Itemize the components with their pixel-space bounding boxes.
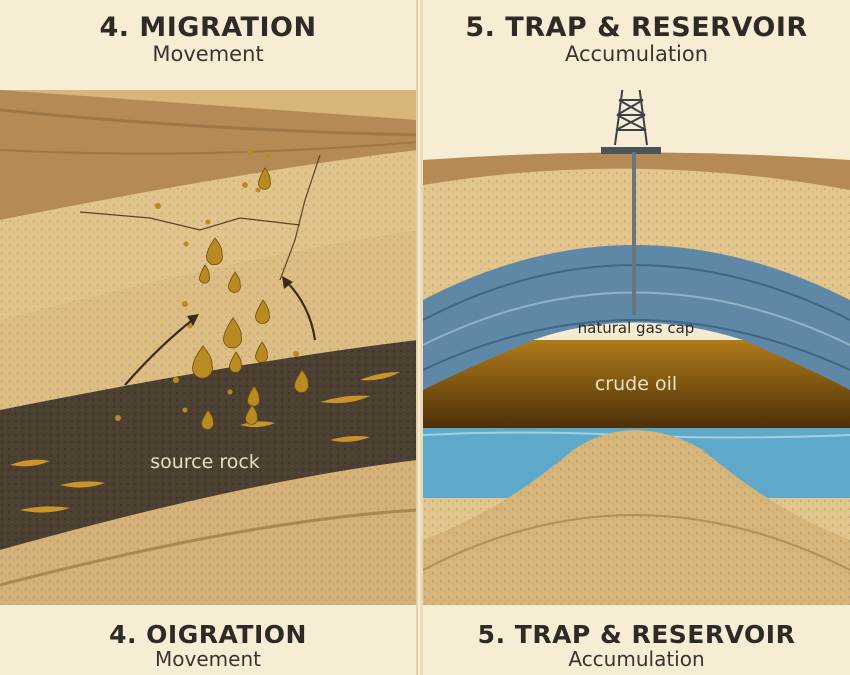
migration-title: 4. MIGRATION bbox=[99, 12, 317, 43]
strata-line bbox=[0, 108, 416, 137]
crude-oil-reservoir bbox=[423, 340, 850, 430]
sandstone-texture bbox=[0, 150, 416, 320]
migration-bottom-title: 4. OIGRATION bbox=[109, 620, 307, 649]
migration-illustration: source rock bbox=[0, 90, 416, 605]
lower-texture bbox=[0, 460, 416, 605]
derrick-platform bbox=[601, 147, 661, 154]
crude-oil-label: crude oil bbox=[595, 373, 677, 395]
strata-line bbox=[423, 514, 850, 571]
gas-cap-label: natural gas cap bbox=[578, 319, 695, 337]
cap-rock-line bbox=[423, 319, 850, 371]
source-rock-label: source rock bbox=[150, 451, 260, 473]
migration-panel: 4. MIGRATION Movement bbox=[0, 0, 418, 675]
trap-bottom-title: 5. TRAP & RESERVOIR bbox=[477, 620, 796, 649]
arrow-heads bbox=[187, 276, 293, 326]
strata-line bbox=[0, 141, 416, 155]
fracture-line bbox=[279, 154, 321, 281]
strata-line bbox=[0, 508, 416, 587]
trap-diagram: natural gas cap crude oil bbox=[423, 90, 850, 605]
oil-droplets bbox=[192, 167, 309, 430]
upper-stratum bbox=[0, 90, 416, 220]
migration-diagram: source rock bbox=[0, 90, 416, 605]
trap-bottom-subtitle: Accumulation bbox=[568, 647, 705, 671]
migration-bottom-subtitle: Movement bbox=[155, 647, 261, 671]
cap-rock-layer bbox=[423, 245, 850, 390]
drill-pipe bbox=[632, 152, 636, 315]
fracture-line bbox=[79, 211, 301, 231]
oil-derrick bbox=[614, 90, 648, 146]
migration-subtitle: Movement bbox=[152, 42, 264, 66]
gas-cap bbox=[533, 322, 743, 340]
trap-title: 5. TRAP & RESERVOIR bbox=[465, 12, 808, 43]
trap-illustration: natural gas cap crude oil bbox=[423, 90, 850, 605]
lower-sand-texture bbox=[423, 430, 850, 605]
oil-specks bbox=[115, 149, 299, 421]
trap-subtitle: Accumulation bbox=[564, 42, 709, 66]
middle-texture bbox=[0, 230, 416, 410]
source-rock-texture bbox=[0, 340, 416, 550]
trap-reservoir-panel: 5. TRAP & RESERVOIR Accumulation bbox=[420, 0, 850, 675]
